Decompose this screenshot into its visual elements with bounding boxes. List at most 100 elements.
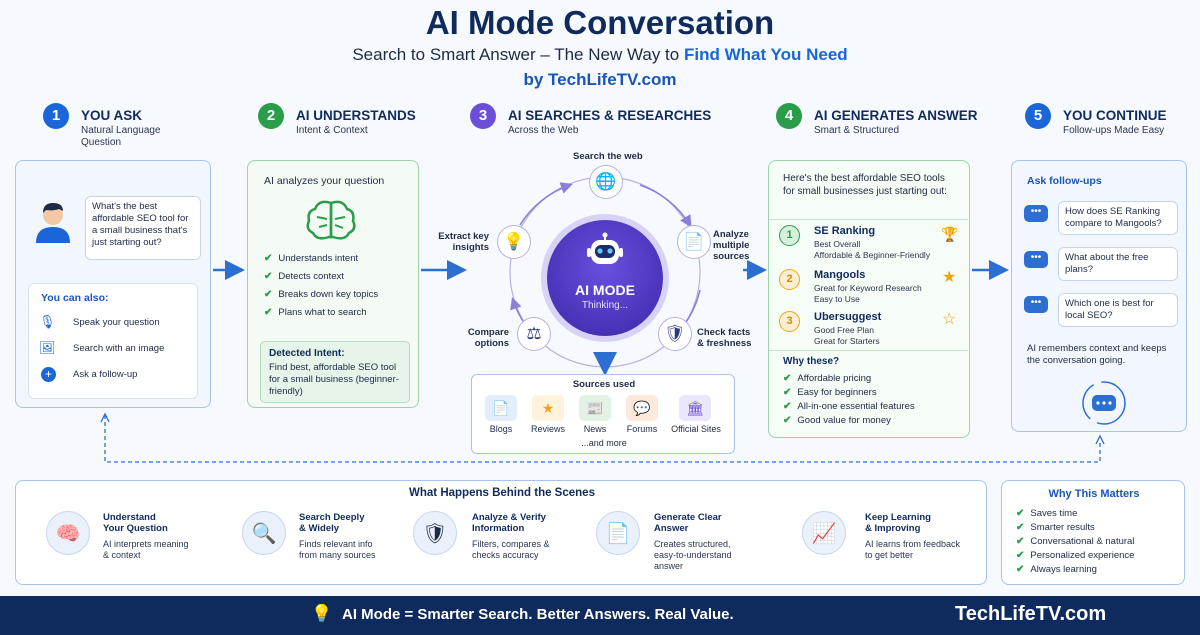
check-icon: ✔	[1016, 508, 1025, 519]
check-icon: ✔	[783, 373, 792, 384]
user-avatar-icon	[28, 195, 78, 245]
panel-you-continue: Ask follow-ups ••• How does SE Ranking c…	[1011, 160, 1187, 432]
stage-desc: AI learns from feedback to get better	[865, 539, 961, 560]
analysis-item: ✔Detects context	[264, 271, 344, 282]
step-number: 5	[1025, 103, 1051, 129]
tool-name: Ubersuggest	[814, 311, 882, 323]
stage-title: Understand Your Question	[103, 512, 168, 534]
footer-bar	[0, 596, 1200, 635]
step-subtitle: Natural Language Question	[81, 125, 161, 148]
subtitle-text: Search to Smart Answer – The New Way to	[352, 45, 684, 64]
star-icon: ★	[532, 395, 564, 421]
lightbulb-icon: 💡	[497, 225, 531, 259]
growth-chart-icon: 📈	[802, 511, 846, 555]
search-web-label: Search the web	[573, 151, 643, 162]
behind-scenes-box: What Happens Behind the Scenes 🧠 Underst…	[15, 480, 987, 585]
rank-badge: 2	[779, 269, 800, 290]
rank-badge: 1	[779, 225, 800, 246]
step-subtitle: Intent & Context	[296, 125, 368, 136]
scales-icon: ⚖	[517, 317, 551, 351]
why-matters-box: Why This Matters ✔Saves time ✔Smarter re…	[1001, 480, 1185, 585]
magnifier-icon: 🔍	[242, 511, 286, 555]
page-title: AI Mode Conversation	[425, 4, 775, 41]
stage-desc: AI interprets meaning & context	[103, 539, 189, 560]
source-label: Official Sites	[671, 424, 721, 434]
forum-chat-icon: 💬	[626, 395, 658, 421]
step-subtitle: Across the Web	[508, 125, 579, 136]
microphone-icon[interactable]: 🎙	[39, 314, 56, 329]
analyze-title: AI analyzes your question	[264, 175, 385, 187]
sources-title: Sources used	[572, 379, 636, 390]
followups-title: Ask follow-ups	[1027, 175, 1102, 187]
followup-suggestion[interactable]: How does SE Ranking compare to Mangools?	[1058, 201, 1178, 235]
why-item: ✔Good value for money	[783, 415, 891, 426]
why-these-title: Why these?	[783, 356, 840, 367]
source-label: Reviews	[530, 424, 565, 434]
check-icon: ✔	[1016, 522, 1025, 533]
source-label: Blogs	[489, 424, 513, 434]
panel-ai-answer: Here's the best affordable SEO tools for…	[768, 160, 970, 438]
step-title: YOU CONTINUE	[1063, 108, 1167, 123]
followup-suggestion[interactable]: Which one is best for local SEO?	[1058, 293, 1178, 327]
step-number: 4	[776, 103, 802, 129]
stage-desc: Finds relevant info from many sources	[299, 539, 376, 560]
chat-bubble-icon: •••	[1024, 296, 1048, 313]
why-matters-item: ✔Always learning	[1016, 564, 1097, 575]
step-title: YOU ASK	[81, 108, 143, 123]
star-outline-icon: ☆	[942, 311, 957, 328]
check-icon: ✔	[1016, 536, 1025, 547]
memory-text: AI remembers context and keeps the conve…	[1027, 343, 1167, 366]
sources-box: Sources used 📄 Blogs ★ Reviews 📰 News 💬 …	[471, 374, 735, 454]
check-icon: ✔	[783, 415, 792, 426]
page-subtitle: Search to Smart Answer – The New Way to …	[0, 45, 1200, 65]
check-facts-label: Check facts & freshness	[697, 327, 752, 349]
document-icon: 📄	[677, 225, 711, 259]
stage-title: Search Deeply & Widely	[299, 512, 365, 534]
ai-mode-status: Thinking...	[581, 300, 629, 311]
analysis-item: ✔Plans what to search	[264, 307, 367, 318]
tool-desc: Great for Keyword Research Easy to Use	[814, 283, 922, 304]
check-icon: ✔	[264, 307, 273, 318]
step-subtitle: Smart & Structured	[814, 125, 900, 136]
why-item: ✔Easy for beginners	[783, 387, 877, 398]
also-box: You can also: 🎙 Speak your question 🖼 Se…	[28, 283, 198, 399]
subtitle-highlight: Find What You Need	[683, 45, 848, 64]
option-image[interactable]: Search with an image	[73, 343, 165, 354]
stage-desc: Filters, compares & checks accuracy	[472, 539, 550, 560]
check-icon: ✔	[1016, 564, 1025, 575]
followup-suggestion[interactable]: What about the free plans?	[1058, 247, 1178, 281]
tool-name: Mangools	[814, 269, 866, 281]
why-matters-title: Why This Matters	[1048, 488, 1140, 500]
conversation-loop-icon	[1078, 379, 1130, 427]
newspaper-icon: 📰	[579, 395, 611, 421]
compare-label: Compare options	[467, 327, 509, 349]
ai-mode-core: AI MODE Thinking...	[547, 220, 663, 336]
step-title: AI SEARCHES & RESEARCHES	[508, 108, 712, 123]
check-icon: ✔	[264, 271, 273, 282]
image-icon[interactable]: 🖼	[39, 340, 56, 355]
option-speak[interactable]: Speak your question	[73, 317, 160, 328]
intent-text: Find best, affordable SEO tool for a sma…	[269, 362, 399, 397]
brain-icon: 🧠	[46, 511, 90, 555]
step-number: 3	[470, 103, 496, 129]
plus-icon[interactable]: +	[41, 367, 56, 382]
byline: by TechLifeTV.com	[523, 70, 677, 89]
stage-title: Keep Learning & Improving	[865, 512, 931, 534]
shield-check-icon: 🛡	[658, 317, 692, 351]
shield-check-icon: 🛡	[413, 511, 457, 555]
question-bubble: What's the best affordable SEO tool for …	[85, 196, 201, 260]
detected-intent-box: Detected Intent: Find best, affordable S…	[260, 341, 410, 403]
analysis-item: ✔Understands intent	[264, 253, 359, 264]
footer-brand: TechLifeTV.com	[955, 603, 1107, 625]
ai-mode-title: AI MODE	[575, 282, 635, 298]
footer-tagline: AI Mode = Smarter Search. Better Answers…	[342, 606, 734, 623]
sources-more: ...and more	[581, 438, 627, 448]
tool-name: SE Ranking	[814, 225, 876, 237]
chat-bubble-icon: •••	[1024, 251, 1048, 268]
also-title: You can also:	[41, 292, 109, 304]
check-icon: ✔	[264, 289, 273, 300]
option-followup[interactable]: Ask a follow-up	[73, 369, 138, 380]
institution-icon: 🏛	[679, 395, 711, 421]
check-icon: ✔	[264, 253, 273, 264]
blog-icon: 📄	[485, 395, 517, 421]
